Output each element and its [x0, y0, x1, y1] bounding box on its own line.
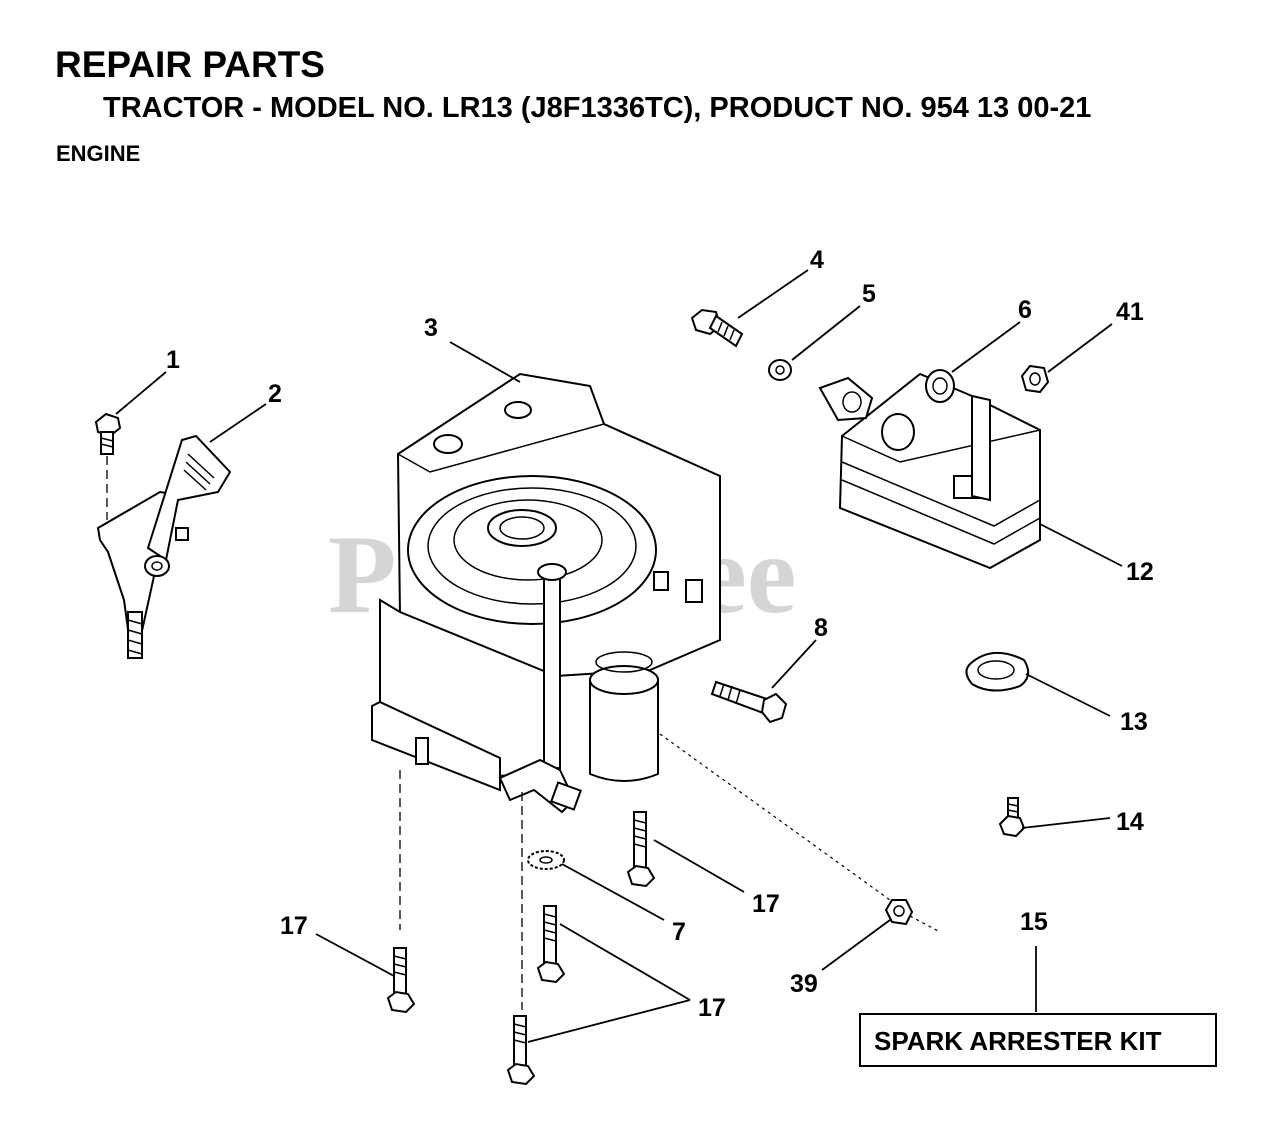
part-14-screw[interactable] — [998, 797, 1026, 838]
callout-39: 39 — [790, 970, 818, 998]
part-1-screw[interactable] — [94, 412, 122, 455]
leader-lines — [115, 269, 1123, 1043]
part-2-throttle-control[interactable] — [96, 434, 232, 659]
callout-17: 17 — [698, 994, 726, 1022]
part-4-bolt[interactable] — [690, 308, 744, 348]
part-3-engine[interactable] — [371, 372, 721, 814]
callout-3: 3 — [424, 314, 438, 342]
section-label: ENGINE — [56, 141, 141, 166]
callout-17: 17 — [280, 912, 308, 940]
part-17-bolt[interactable] — [626, 811, 656, 888]
callout-2: 2 — [268, 380, 282, 408]
callouts: 1 2 3 4 5 6 41 12 8 13 14 17 7 17 39 15 … — [166, 246, 1154, 1022]
part-41-nut[interactable] — [1020, 364, 1050, 394]
spark-arrester-kit-box[interactable]: SPARK ARRESTER KIT — [859, 1013, 1217, 1067]
callout-12: 12 — [1126, 558, 1154, 586]
callout-17: 17 — [752, 890, 780, 918]
callout-8: 8 — [814, 614, 828, 642]
part-5-washer[interactable] — [768, 359, 792, 381]
part-13-clip[interactable] — [965, 652, 1030, 692]
callout-13: 13 — [1120, 708, 1148, 736]
callout-5: 5 — [862, 280, 876, 308]
part-8-bolt[interactable] — [710, 680, 788, 724]
page-subtitle: TRACTOR - MODEL NO. LR13 (J8F1336TC), PR… — [103, 92, 1092, 124]
part-12-muffler[interactable] — [818, 372, 1041, 570]
callout-4: 4 — [810, 246, 824, 274]
callout-1: 1 — [166, 346, 180, 374]
callout-14: 14 — [1116, 808, 1144, 836]
part-7-star-washer[interactable] — [527, 850, 565, 870]
part-17-bolt[interactable] — [506, 1015, 536, 1086]
callout-7: 7 — [672, 918, 686, 946]
part-17-bolt[interactable] — [536, 905, 566, 984]
part-6-gasket[interactable] — [925, 369, 955, 403]
spark-arrester-kit-label: SPARK ARRESTER KIT — [874, 1026, 1162, 1056]
page-title: REPAIR PARTS — [55, 44, 325, 85]
part-39-nut[interactable] — [884, 899, 914, 926]
callout-15: 15 — [1020, 908, 1048, 936]
callout-6: 6 — [1018, 296, 1032, 324]
part-17-bolt[interactable] — [386, 947, 416, 1014]
callout-41: 41 — [1116, 298, 1144, 326]
